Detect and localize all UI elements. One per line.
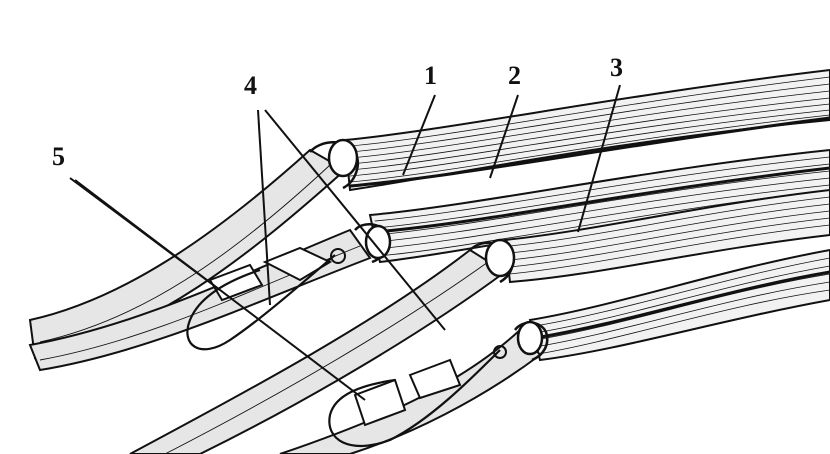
strap-buckles bbox=[208, 246, 507, 427]
leader-lines bbox=[69, 84, 621, 401]
callout-1: 1 bbox=[424, 61, 437, 90]
callout-2: 2 bbox=[508, 61, 521, 90]
callout-4: 4 bbox=[244, 71, 257, 100]
riser-straps bbox=[28, 148, 542, 454]
callout-5: 5 bbox=[52, 142, 65, 171]
callout-3: 3 bbox=[610, 53, 623, 82]
connector-rings bbox=[309, 138, 549, 362]
suspension-line-bundles bbox=[343, 68, 830, 362]
safety-cord-loops bbox=[186, 254, 501, 448]
